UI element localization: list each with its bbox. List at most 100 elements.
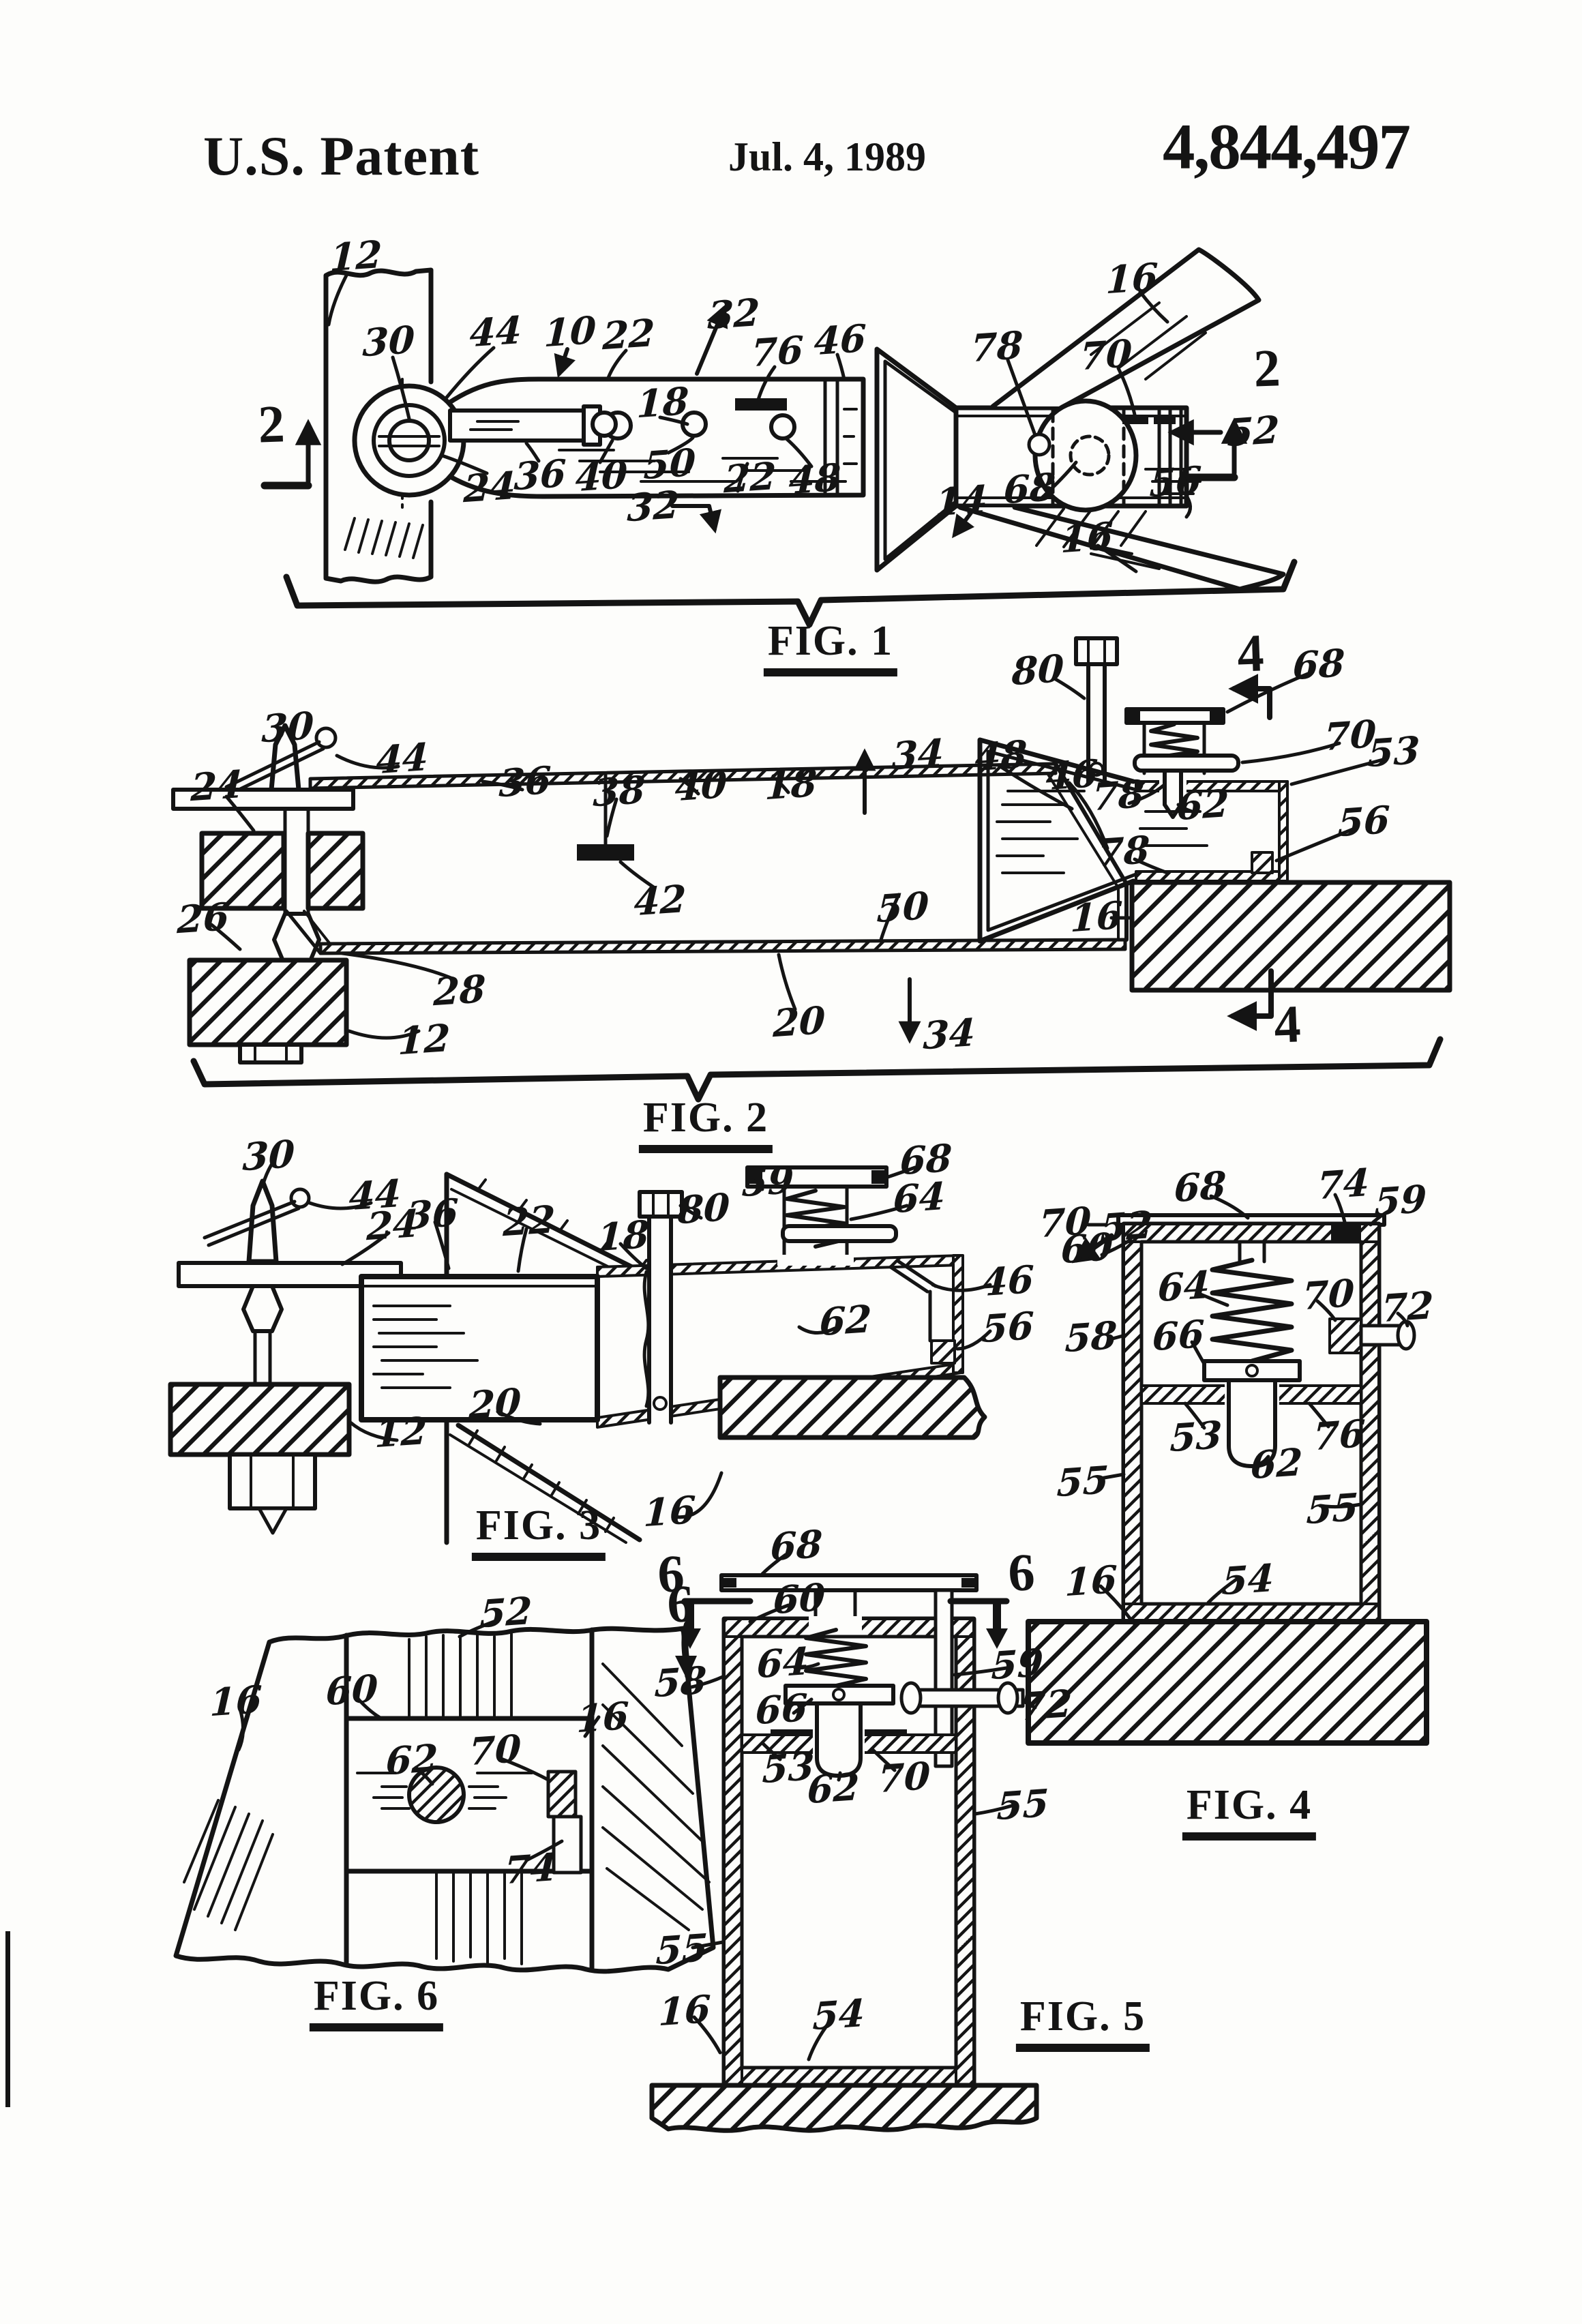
- ref-label-fig6-52-0: 52: [479, 1588, 533, 1637]
- ref-label-fig1-12-0: 12: [329, 231, 383, 280]
- ref-label-fig5-64-4: 64: [756, 1638, 810, 1687]
- header-date: Jul. 4, 1989: [728, 134, 927, 179]
- ref-label-fig5-55-12: 55: [996, 1780, 1050, 1829]
- ref-label-fig2-80-17: 80: [1011, 645, 1065, 694]
- caption-fig2: FIG. 2: [638, 1094, 773, 1153]
- ref-label-fig2-16-26: 16: [1069, 892, 1124, 941]
- ref-label-fig2-30-0: 30: [260, 702, 315, 751]
- ref-label-fig2-12-14: 12: [397, 1015, 451, 1064]
- ref-label-fig3-12-16: 12: [374, 1407, 428, 1457]
- ref-label-fig3-46-12: 46: [981, 1256, 1035, 1305]
- ref-label-fig2-78-25: 78: [1096, 826, 1151, 876]
- ref-label-fig2-18-7: 18: [764, 760, 818, 809]
- ref-label-fig1-32-16: 32: [626, 481, 681, 531]
- ref-label-fig5-70-11: 70: [877, 1753, 931, 1802]
- ref-label-fig5-66-6: 66: [754, 1684, 809, 1733]
- ref-label-fig2-42-11: 42: [633, 876, 687, 925]
- ref-label-fig1-24-10: 24: [462, 462, 517, 511]
- ref-label-fig2-46-10: 46: [1045, 750, 1099, 799]
- ref-label-fig2-50-12: 50: [876, 882, 930, 932]
- fig1-art: [260, 247, 1298, 628]
- ref-label-fig6-70-5: 70: [468, 1725, 522, 1774]
- fig5-art: [649, 1553, 1039, 2133]
- ref-label-fig1-50-13: 50: [642, 439, 697, 488]
- ref-label-fig3-64-9: 64: [892, 1173, 946, 1222]
- ref-label-fig2-44-1: 44: [375, 734, 430, 783]
- ref-label-fig2-4-27: 4: [1272, 994, 1302, 1054]
- ref-label-fig4-76-10: 76: [1312, 1410, 1367, 1459]
- ref-label-fig5-54-15: 54: [811, 1990, 866, 2039]
- caption-fig6: FIG. 6: [309, 1972, 444, 2031]
- ref-label-fig1-18-9: 18: [636, 378, 690, 427]
- ref-label-fig4-70-5: 70: [1301, 1270, 1356, 1319]
- ref-label-fig1-78-18: 78: [970, 322, 1024, 371]
- ref-label-fig4-54-14: 54: [1221, 1555, 1275, 1604]
- ref-label-fig6-60-2: 60: [325, 1665, 379, 1714]
- ref-label-fig2-40-6: 40: [674, 761, 728, 810]
- ref-label-fig4-55-13: 55: [1305, 1484, 1360, 1533]
- ref-label-fig5-68-0: 68: [769, 1521, 824, 1570]
- ref-label-fig5-58-5: 58: [653, 1657, 708, 1706]
- ref-label-fig4-66-8: 66: [1151, 1311, 1206, 1360]
- ref-label-fig3-36-3: 36: [405, 1189, 460, 1238]
- ref-label-fig1-30-2: 30: [361, 316, 416, 366]
- ref-label-fig2-4-18: 4: [1236, 623, 1265, 683]
- ref-label-fig6-6-7: 6: [666, 1573, 695, 1634]
- ref-label-fig5-6-2: 6: [1006, 1542, 1036, 1603]
- ref-label-fig1-14-24: 14: [934, 476, 989, 525]
- ref-label-fig3-18-5: 18: [596, 1211, 651, 1260]
- caption-fig4: FIG. 4: [1182, 1781, 1317, 1841]
- ref-label-fig1-22-5: 22: [601, 310, 656, 359]
- ref-label-fig5-62-10: 62: [806, 1763, 861, 1813]
- caption-fig5: FIG. 5: [1015, 1993, 1150, 2052]
- ref-label-fig6-62-4: 62: [385, 1735, 439, 1784]
- ref-label-fig1-52-21: 52: [1226, 406, 1281, 456]
- ref-label-fig6-74-6: 74: [503, 1844, 558, 1893]
- ref-label-fig6-16-3: 16: [576, 1693, 630, 1742]
- ref-label-fig2-48-9: 48: [974, 731, 1028, 780]
- ref-label-fig1-16-25: 16: [1060, 513, 1114, 562]
- ref-label-fig3-22-4: 22: [502, 1196, 556, 1245]
- ref-label-fig1-16-17: 16: [1105, 254, 1159, 303]
- ref-label-fig5-72-8: 72: [1019, 1680, 1073, 1729]
- ref-label-fig2-53-21: 53: [1367, 727, 1421, 776]
- ref-label-fig1-70-19: 70: [1079, 330, 1133, 379]
- ref-label-fig2-62-23: 62: [1176, 780, 1230, 829]
- ref-label-fig1-68-23: 68: [1002, 464, 1057, 513]
- ref-label-fig4-59-2: 59: [1373, 1176, 1428, 1225]
- ref-label-fig3-56-14: 56: [981, 1302, 1035, 1352]
- ref-label-fig4-72-6: 72: [1380, 1282, 1435, 1331]
- ref-label-fig6-16-1: 16: [209, 1676, 263, 1725]
- ref-label-fig3-20-15: 20: [468, 1379, 522, 1428]
- ref-label-fig2-56-24: 56: [1337, 796, 1391, 846]
- ref-label-fig1-36-11: 36: [513, 450, 567, 499]
- ref-label-fig2-38-5: 38: [592, 766, 646, 816]
- fig6-art: [173, 1618, 716, 1974]
- ref-label-fig1-2-1: 2: [256, 393, 286, 454]
- header-patent-number: 4,844,497: [1163, 110, 1411, 183]
- ref-label-fig5-16-14: 16: [657, 1986, 712, 2035]
- ref-label-fig5-59-7: 59: [990, 1639, 1045, 1688]
- ref-label-fig2-24-2: 24: [190, 761, 244, 810]
- ref-label-fig3-30-0: 30: [241, 1131, 296, 1180]
- ref-label-fig3-80-6: 80: [676, 1184, 731, 1233]
- ref-label-fig1-40-12: 40: [574, 451, 629, 501]
- ref-label-fig2-78-22: 78: [1091, 771, 1146, 820]
- ref-label-fig1-76-7: 76: [750, 327, 805, 376]
- ref-label-fig5-55-13: 55: [655, 1924, 709, 1973]
- caption-fig3: FIG. 3: [471, 1502, 606, 1561]
- caption-fig1: FIG. 1: [763, 617, 898, 676]
- ref-label-fig2-28-13: 28: [432, 966, 487, 1015]
- ref-label-fig2-36-4: 36: [498, 757, 552, 806]
- ref-label-fig3-16-17: 16: [642, 1487, 697, 1536]
- ref-label-fig2-26-3: 26: [176, 893, 230, 942]
- fig3-art: [168, 1163, 1114, 1545]
- ref-label-fig3-62-13: 62: [818, 1296, 873, 1345]
- ref-label-fig4-53-9: 53: [1169, 1412, 1223, 1461]
- ref-label-fig4-60-3: 60: [1060, 1223, 1114, 1272]
- fig2-art: [171, 636, 1452, 1103]
- ref-label-fig1-48-15: 48: [788, 454, 842, 503]
- ref-label-fig4-68-0: 68: [1173, 1162, 1227, 1211]
- ref-label-fig4-16-15: 16: [1064, 1556, 1118, 1605]
